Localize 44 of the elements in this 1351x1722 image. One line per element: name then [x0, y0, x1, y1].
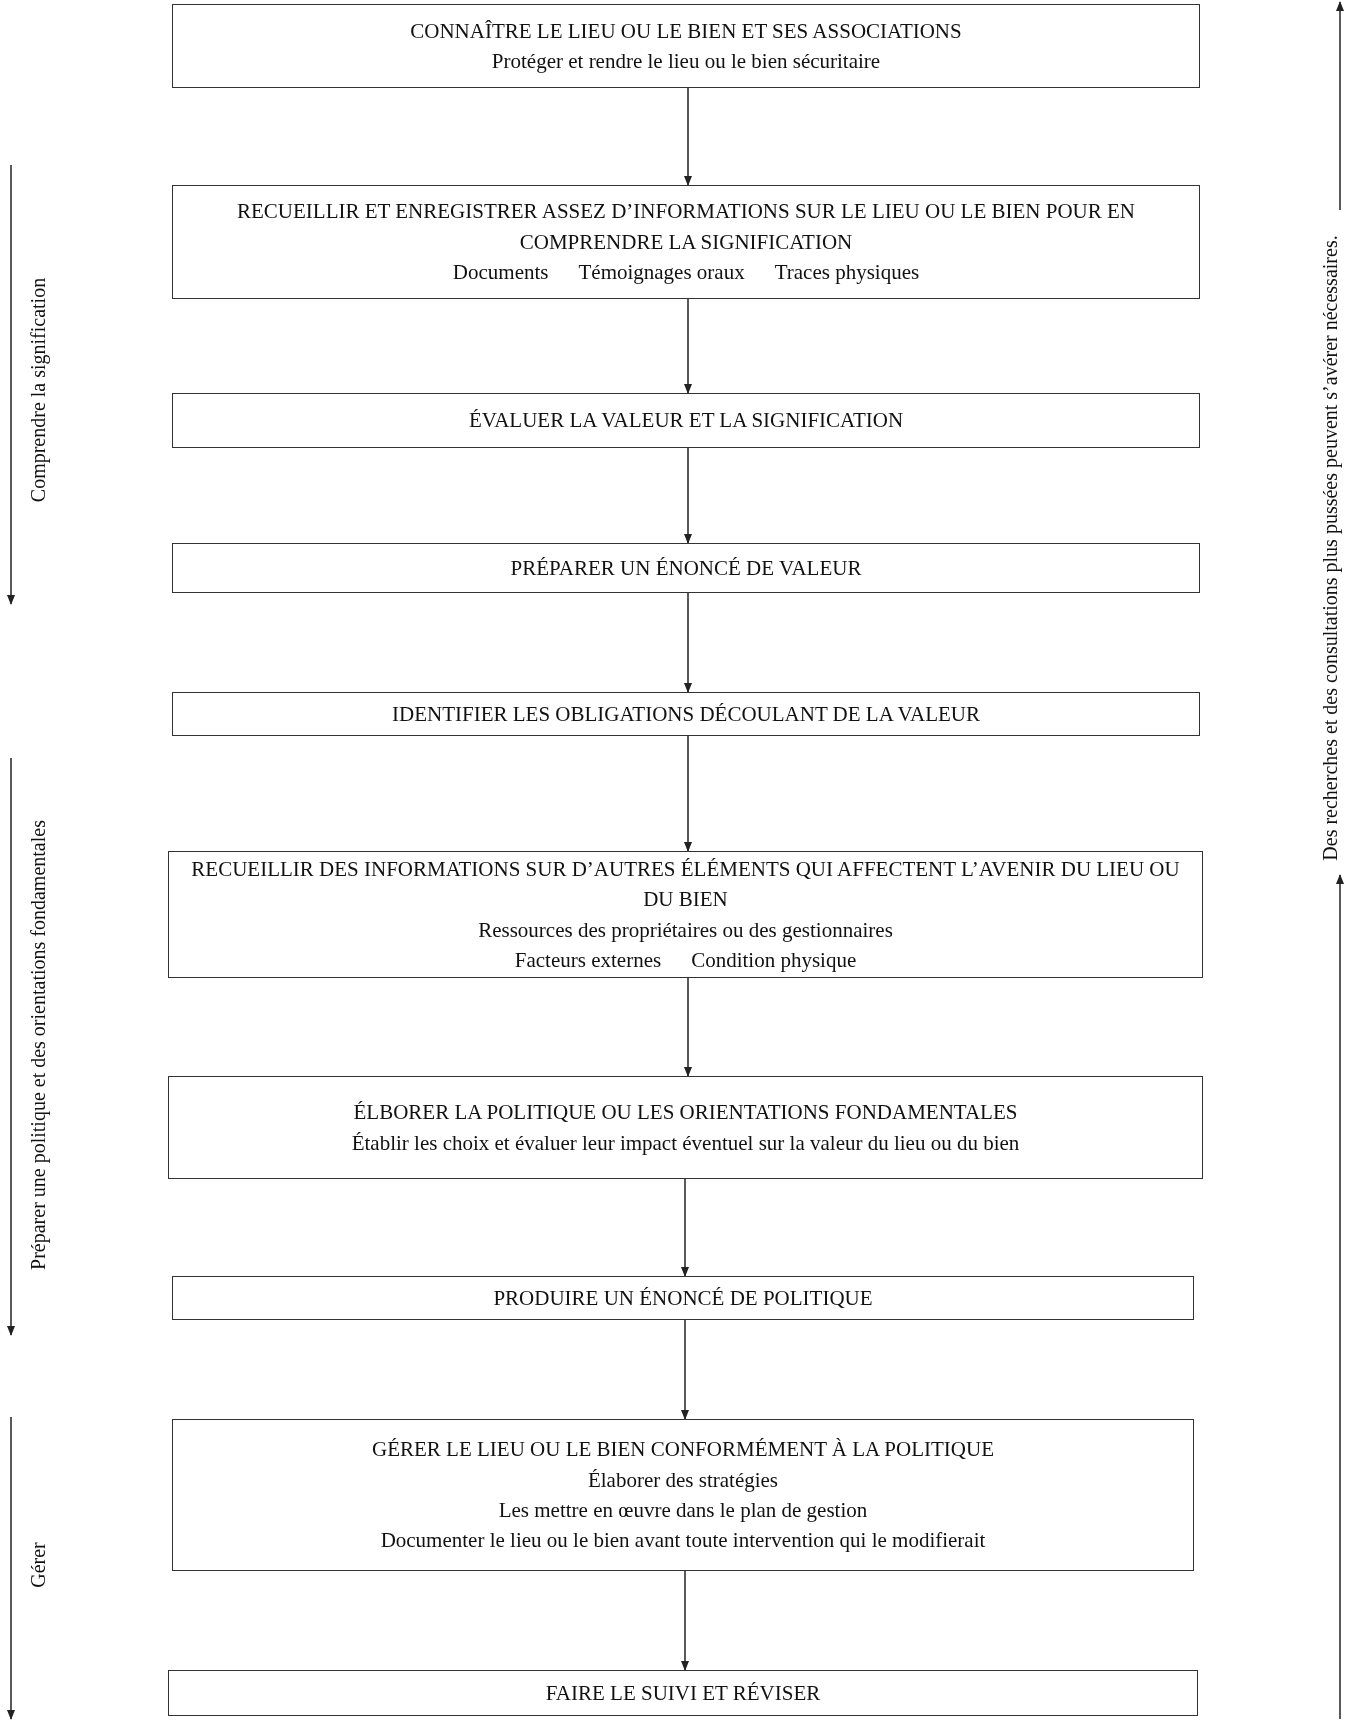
step-detail: Ressources des propriétaires ou des gestionnaires — [478, 916, 893, 944]
arrow — [684, 447, 692, 544]
arrow — [684, 87, 692, 186]
step-title: CONNAÎTRE LE LIEU OU LE BIEN ET SES ASSOCIATIONS — [410, 17, 962, 45]
arrow — [681, 1178, 689, 1277]
arrow — [684, 592, 692, 693]
step-title: RECUEILLIR ET ENREGISTRER ASSEZ D’INFORMATIONS SUR LE LIEU OU LE BIEN POUR EN COMPRENDRE LA SIGNIFICATION — [236, 198, 1136, 256]
arrow — [684, 977, 692, 1077]
step-detail: Témoignages oraux — [578, 259, 745, 287]
phase-label: Préparer une politique et des orientations fondamentales — [26, 819, 50, 1272]
process-box — [172, 692, 1200, 736]
step-title: FAIRE LE SUIVI ET RÉVISER — [545, 1679, 821, 1707]
arrow — [681, 1570, 689, 1671]
step-title: RECUEILLIR DES INFORMATIONS SUR D’AUTRES ÉLÉMENTS QUI AFFECTENT L’AVENIR DU LIEU OU DU BIEN — [190, 855, 1181, 914]
process-box — [172, 4, 1200, 88]
step-detail: Traces physiques — [774, 259, 920, 287]
step-detail: Facteurs externes — [514, 946, 662, 974]
arrow — [681, 1319, 689, 1420]
process-box — [168, 851, 1203, 978]
process-box — [168, 1670, 1198, 1716]
step-detail: Établir les choix et évaluer leur impact éventuel sur la valeur du lieu ou du bien — [351, 1129, 1020, 1157]
step-title: GÉRER LE LIEU OU LE BIEN CONFORMÉMENT À LA POLITIQUE — [372, 1436, 994, 1464]
step-title: PRÉPARER UN ÉNONCÉ DE VALEUR — [510, 554, 862, 582]
phase-label: Gérer — [26, 1541, 50, 1590]
process-box — [172, 1419, 1194, 1571]
process-box — [172, 185, 1200, 299]
step-title: ÉLBORER LA POLITIQUE OU LES ORIENTATIONS FONDAMENTALES — [353, 1099, 1018, 1127]
step-detail: Condition physique — [691, 946, 857, 974]
step-detail: Protéger et rendre le lieu ou le bien sécuritaire — [491, 48, 881, 75]
arrow — [684, 735, 692, 852]
process-box — [172, 1276, 1194, 1320]
phase-label: Comprendre la signification — [26, 276, 50, 505]
process-box — [172, 393, 1200, 448]
process-box — [172, 543, 1200, 593]
step-title: IDENTIFIER LES OBLIGATIONS DÉCOULANT DE LA VALEUR — [392, 700, 980, 728]
step-detail: Les mettre en œuvre dans le plan de gestion — [498, 1497, 868, 1524]
step-title: PRODUIRE UN ÉNONCÉ DE POLITIQUE — [493, 1284, 873, 1312]
phase-label: Des recherches et des consultations plus pussées peuvent s’avérer nécessaires. — [1318, 234, 1342, 863]
process-box — [168, 1076, 1203, 1179]
arrow — [684, 298, 692, 394]
step-detail: Documents — [452, 259, 549, 287]
step-title: ÉVALUER LA VALEUR ET LA SIGNIFICATION — [468, 407, 904, 435]
step-detail: Élaborer des stratégies — [587, 1466, 779, 1494]
step-detail: Documenter le lieu ou le bien avant toute intervention qui le modifierait — [380, 1527, 986, 1555]
